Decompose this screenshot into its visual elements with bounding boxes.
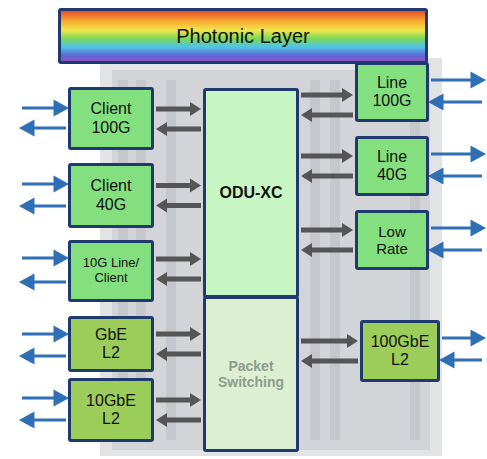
- node-label: Line 100G: [362, 74, 422, 111]
- arrow-head: [156, 199, 167, 213]
- arrow-head: [156, 122, 167, 136]
- node-label: Packet Switching: [210, 358, 292, 390]
- line-client-card: 10G Line/ Client: [68, 240, 154, 302]
- l2-card: GbE L2: [68, 316, 154, 372]
- arrow-shaft: [156, 398, 191, 403]
- arrow-head: [156, 347, 167, 361]
- signal-arrow: [301, 149, 353, 163]
- arrow-head: [190, 252, 201, 266]
- client-card: Client 100G: [68, 87, 154, 150]
- signal-arrow: [156, 102, 201, 116]
- arrow-shaft: [301, 339, 348, 344]
- signal-arrow: [156, 199, 201, 213]
- node-label: Client 40G: [75, 177, 147, 214]
- node-label: Client 100G: [75, 100, 147, 137]
- signal-arrow: [301, 169, 353, 183]
- arrow-shaft: [166, 277, 201, 282]
- arrow-shaft: [166, 203, 201, 208]
- arrow-shaft: [156, 332, 191, 337]
- arrow-shaft: [301, 154, 343, 159]
- arrow-shaft: [311, 174, 353, 179]
- external-arrows: [22, 74, 483, 426]
- low-rate-card: Low Rate: [355, 210, 429, 270]
- line-card: Line 100G: [355, 62, 429, 122]
- node-label: Low Rate: [362, 223, 422, 258]
- l2-card: 100GbE L2: [360, 320, 440, 382]
- signal-arrow: [156, 413, 201, 427]
- line-card: Line 40G: [355, 136, 429, 196]
- signal-arrow: [301, 88, 353, 102]
- client-card: Client 40G: [68, 163, 154, 228]
- arrow-shaft: [156, 257, 191, 262]
- arrow-shaft: [166, 127, 201, 132]
- signal-arrow: [301, 354, 358, 368]
- arrow-shaft: [311, 113, 353, 118]
- arrow-shaft: [166, 418, 201, 423]
- photonic-band: Photonic Layer: [58, 8, 428, 64]
- signal-arrow: [301, 334, 358, 348]
- arrow-head: [342, 223, 353, 237]
- signal-arrow: [156, 327, 201, 341]
- node-label: 10GbE L2: [85, 392, 137, 429]
- signal-arrow: [156, 272, 201, 286]
- arrow-head: [301, 354, 312, 368]
- node-label: 100GbE L2: [367, 333, 433, 370]
- arrow-shaft: [301, 228, 343, 233]
- arrow-head: [156, 413, 167, 427]
- arrow-shaft: [156, 107, 191, 112]
- slot: [310, 80, 320, 440]
- switch-fabric: ODU-XC: [203, 88, 299, 298]
- arrow-head: [342, 149, 353, 163]
- arrow-head: [190, 102, 201, 116]
- signal-arrow: [156, 122, 201, 136]
- arrow-head: [156, 272, 167, 286]
- node-label: Photonic Layer: [176, 25, 309, 48]
- arrow-head: [301, 243, 312, 257]
- packet-fabric: Packet Switching: [203, 296, 299, 452]
- l2-card: 10GbE L2: [68, 378, 154, 442]
- arrow-head: [190, 179, 201, 193]
- arrow-head: [301, 108, 312, 122]
- slot: [330, 80, 340, 440]
- arrow-shaft: [311, 359, 358, 364]
- node-label: 10G Line/ Client: [75, 256, 147, 286]
- arrow-head: [301, 169, 312, 183]
- arrow-head: [347, 334, 358, 348]
- arrow-head: [190, 327, 201, 341]
- signal-arrow: [301, 108, 353, 122]
- signal-arrow: [156, 252, 201, 266]
- signal-arrow: [301, 223, 353, 237]
- arrow-shaft: [301, 93, 343, 98]
- signal-arrow: [156, 179, 201, 193]
- signal-arrow: [156, 393, 201, 407]
- arrow-head: [190, 393, 201, 407]
- signal-arrow: [156, 347, 201, 361]
- node-label: ODU-XC: [219, 184, 282, 202]
- arrow-shaft: [311, 248, 353, 253]
- signal-arrow: [301, 243, 353, 257]
- arrow-shaft: [156, 183, 191, 188]
- node-label: Line 40G: [362, 148, 422, 185]
- arrow-shaft: [166, 352, 201, 357]
- node-label: GbE L2: [85, 326, 137, 363]
- arrow-head: [342, 88, 353, 102]
